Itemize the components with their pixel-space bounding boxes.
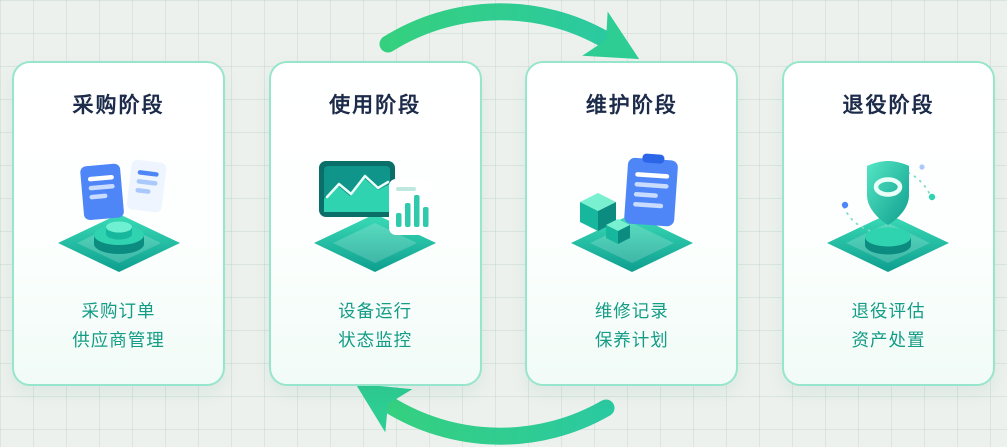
- shield-pedestal-icon: [816, 123, 960, 297]
- stage-captions: 维修记录 保养计划: [595, 297, 669, 367]
- stage-card-usage: 使用阶段: [268, 61, 482, 386]
- stage-card-procurement: 采购阶段: [12, 61, 225, 386]
- stage-captions: 设备运行 状态监控: [338, 297, 412, 367]
- cycle-arrow-bottom: [355, 383, 615, 445]
- stage-caption: 保养计划: [594, 330, 669, 351]
- monitor-analytics-icon: [303, 123, 447, 297]
- stage-caption: 维修记录: [594, 300, 669, 321]
- clipboard-and-cubes-icon: [560, 123, 704, 297]
- stage-caption: 设备运行: [338, 300, 413, 321]
- stage-captions: 退役评估 资产处置: [851, 297, 925, 367]
- stage-title: 采购阶段: [72, 94, 165, 117]
- stage-caption: 退役评估: [851, 300, 926, 321]
- stage-cards-row: 采购阶段: [12, 61, 995, 386]
- stage-caption: 资产处置: [851, 330, 926, 351]
- documents-and-pedestal-icon: [47, 123, 191, 297]
- stage-card-maintenance: 维护阶段: [525, 61, 739, 386]
- stage-title: 维护阶段: [585, 94, 678, 117]
- stage-title: 使用阶段: [329, 94, 422, 117]
- stage-title: 退役阶段: [842, 94, 935, 117]
- stage-captions: 采购订单 供应商管理: [72, 297, 165, 367]
- stage-caption: 状态监控: [338, 330, 413, 351]
- stage-caption: 供应商管理: [72, 330, 165, 351]
- stage-caption: 采购订单: [81, 300, 156, 321]
- cycle-arrow-top: [379, 3, 640, 60]
- stage-card-retirement: 退役阶段: [781, 61, 995, 386]
